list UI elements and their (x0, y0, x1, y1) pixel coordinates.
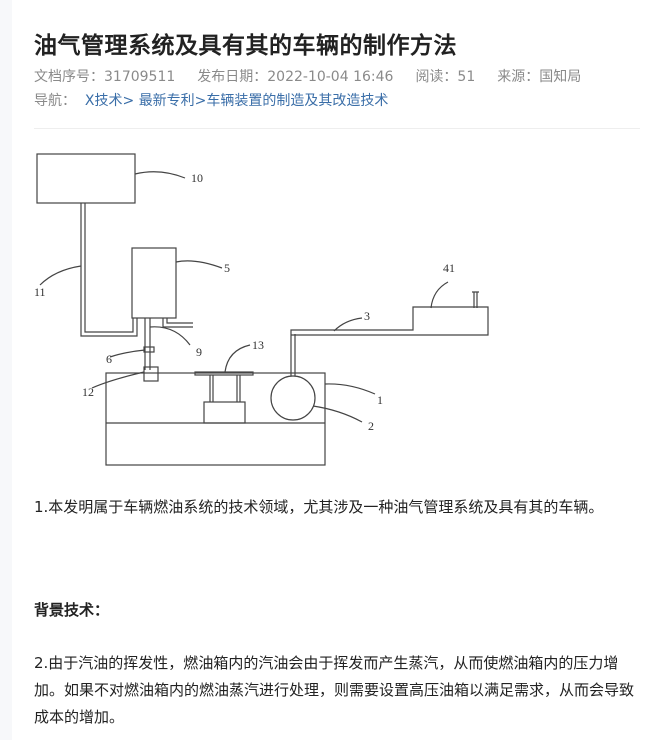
label-12: 12 (82, 385, 94, 399)
doc-number: 文档序号：31709511 (34, 69, 176, 85)
divider (34, 128, 640, 129)
label-11: 11 (34, 285, 46, 299)
breadcrumb: 导航： X技术> 最新专利>车辆装置的制造及其改造技术 (34, 90, 388, 110)
publish-date: 发布日期：2022-10-04 16:46 (197, 69, 394, 85)
label-10: 10 (191, 171, 203, 185)
patent-figure: 10 11 5 41 3 9 13 6 12 1 2 (34, 153, 489, 466)
paragraph-1: 1.本发明属于车辆燃油系统的技术领域，尤其涉及一种油气管理系统及具有其的车辆。 (34, 498, 604, 516)
breadcrumb-label: 导航： (34, 93, 76, 109)
section-heading: 背景技术： (34, 601, 110, 619)
source: 来源：国知局 (497, 69, 582, 85)
read-count: 阅读：51 (415, 69, 476, 85)
label-5: 5 (224, 261, 230, 275)
label-6: 6 (106, 352, 112, 366)
meta-info: 文档序号：31709511 发布日期：2022-10-04 16:46 阅读：51 来… (34, 66, 581, 86)
breadcrumb-latest-patents[interactable]: 最新专利> (138, 93, 207, 109)
label-2: 2 (368, 419, 374, 433)
page-title: 油气管理系统及具有其的车辆的制作方法 (34, 33, 457, 59)
page-margin (0, 0, 12, 740)
paragraph-2: 2.由于汽油的挥发性，燃油箱内的汽油会由于挥发而产生蒸汽，从而使燃油箱内的压力增… (34, 654, 635, 726)
breadcrumb-vehicle-devices[interactable]: 车辆装置的制造及其改造技术 (206, 93, 389, 109)
label-1: 1 (377, 393, 383, 407)
label-3: 3 (364, 309, 370, 323)
breadcrumb-x-tech[interactable]: X技术> (84, 93, 135, 109)
label-41: 41 (443, 261, 455, 275)
label-13: 13 (252, 338, 264, 352)
label-9: 9 (196, 345, 202, 359)
